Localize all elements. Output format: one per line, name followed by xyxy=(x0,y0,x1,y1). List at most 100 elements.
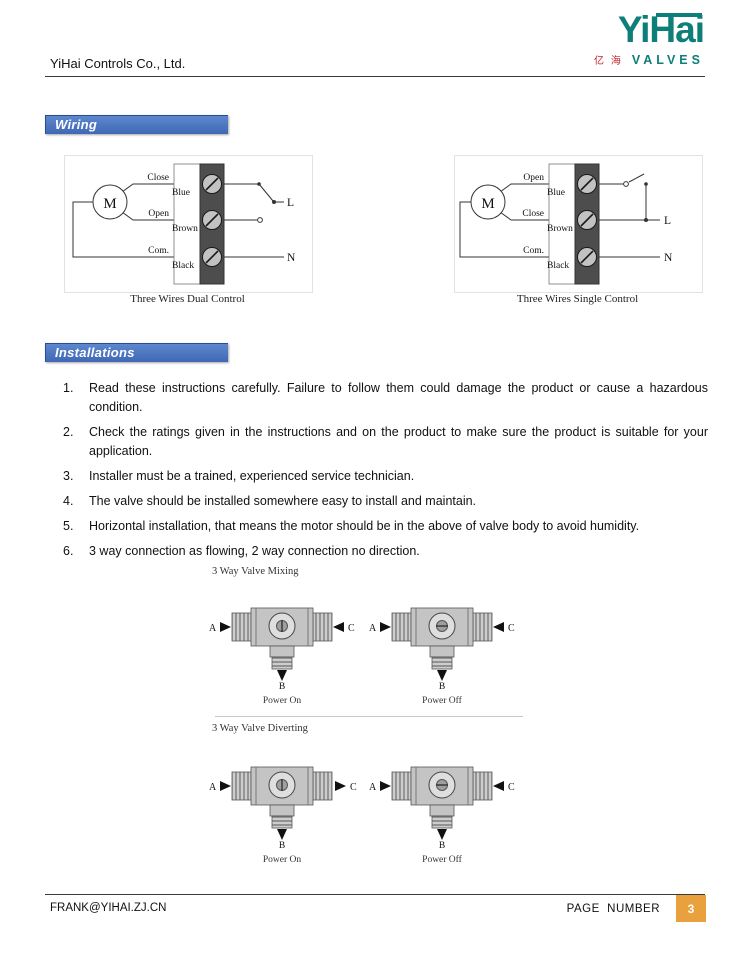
figure-caption: Power On xyxy=(262,696,302,706)
list-item-number: 2. xyxy=(63,425,74,439)
logo-subline: 亿 海 VALVES xyxy=(594,52,704,67)
wire-color-label: Blue xyxy=(547,188,565,198)
list-item-text: 3 way connection as flowing, 2 way conne… xyxy=(89,544,420,558)
threaded-end-left xyxy=(231,612,252,642)
port-a-label: A xyxy=(369,782,377,793)
port-c-label: C xyxy=(508,782,515,793)
valve-drawing: A C xyxy=(369,607,515,681)
flow-arrow-a xyxy=(380,781,391,791)
logo-overline-bar xyxy=(656,13,702,17)
figure-caption: Power Off xyxy=(422,855,462,865)
port-b-label: B xyxy=(278,841,286,851)
neutral-terminal-label: N xyxy=(287,252,296,264)
threaded-end-right xyxy=(472,771,493,801)
port-b-label: B xyxy=(438,841,446,851)
threaded-end-bottom xyxy=(271,656,293,670)
valve-figure-mixing-on: A C B Power On xyxy=(207,581,357,706)
motor-circle xyxy=(470,184,506,220)
list-item-number: 5. xyxy=(63,519,74,533)
header-rule xyxy=(45,76,705,77)
terminal-screws xyxy=(202,174,222,267)
threaded-end-left xyxy=(391,771,412,801)
bottom-port xyxy=(429,804,455,817)
figure-caption: Power On xyxy=(262,855,302,865)
list-item: 5. Horizontal installation, that means t… xyxy=(63,517,708,536)
list-item-number: 3. xyxy=(63,469,74,483)
list-item: 4. The valve should be installed somewhe… xyxy=(63,492,708,511)
wire-action-label: Close xyxy=(522,209,544,219)
valve-figure-diverting-off: A C B Power Off xyxy=(367,740,517,865)
threaded-end-left xyxy=(391,612,412,642)
diverting-title: 3 Way Valve Diverting xyxy=(212,723,308,734)
bottom-port xyxy=(269,804,295,817)
wire-action-label: Com. xyxy=(148,246,169,256)
port-b-label: B xyxy=(438,682,446,692)
company-logo: YiHai 亿 海 VALVES xyxy=(534,9,705,68)
valve-drawing: A C xyxy=(209,607,355,681)
logo-wordmark: YiHai xyxy=(617,9,705,50)
threaded-end-right xyxy=(472,612,493,642)
flow-arrow-b xyxy=(277,670,287,681)
page-number-label: PAGE NUMBER xyxy=(566,903,660,915)
flow-arrow-c xyxy=(335,781,346,791)
installation-instructions: 1. Read these instructions carefully. Fa… xyxy=(63,379,708,567)
list-item-text: The valve should be installed somewhere … xyxy=(89,494,477,508)
figure-caption: Power Off xyxy=(422,696,462,706)
flow-arrow-a xyxy=(220,781,231,791)
list-item: 3. Installer must be a trained, experien… xyxy=(63,467,708,486)
port-a-label: A xyxy=(209,782,217,793)
wire-action-label: Com. xyxy=(523,246,544,256)
single-control-schematic: M Open Blue Close Brown Com. Black L N xyxy=(459,163,673,285)
dual-control-schematic: M Close Blue Open Brown Com. Black L N xyxy=(72,163,296,285)
port-c-label: C xyxy=(348,623,355,634)
logo-tagline: VALVES xyxy=(631,53,704,67)
list-item-text: Check the ratings given in the instructi… xyxy=(89,425,708,458)
list-item-text: Read these instructions carefully. Failu… xyxy=(89,381,708,414)
flow-arrow-c xyxy=(333,622,344,632)
list-item-number: 4. xyxy=(63,494,74,508)
threaded-end-right xyxy=(312,771,333,801)
bottom-port xyxy=(269,645,295,658)
wire-action-label: Open xyxy=(523,173,544,183)
flow-arrow-c xyxy=(493,781,504,791)
threaded-end-bottom xyxy=(431,815,453,829)
footer-email: FRANK@YIHAI.ZJ.CN xyxy=(50,902,167,914)
wire-color-label: Blue xyxy=(172,188,190,198)
motor-label: M xyxy=(481,196,494,212)
valve-figure-mixing-off: A C B Power Off xyxy=(367,581,517,706)
wire-color-label: Black xyxy=(172,261,194,271)
section-heading-wiring: Wiring xyxy=(45,115,228,134)
wire-action-label: Close xyxy=(147,173,169,183)
wire-color-label: Brown xyxy=(172,224,198,234)
list-item-text: Horizontal installation, that means the … xyxy=(89,519,640,533)
page-number-badge: 3 xyxy=(676,895,706,922)
bottom-port xyxy=(429,645,455,658)
flow-arrow-a xyxy=(380,622,391,632)
dual-control-caption: Three Wires Dual Control xyxy=(130,293,245,305)
port-c-label: C xyxy=(508,623,515,634)
flow-arrow-b xyxy=(277,829,287,840)
wire-action-label: Open xyxy=(148,209,169,219)
neutral-terminal-label: N xyxy=(664,252,673,264)
valve-figure-diverting-on: A C B Power On xyxy=(207,740,357,865)
flow-arrow-b xyxy=(437,670,447,681)
threaded-end-left xyxy=(231,771,252,801)
motor-circle xyxy=(92,184,128,220)
list-item-number: 6. xyxy=(63,544,74,558)
valve-drawing: A C xyxy=(369,766,515,840)
line-terminal-label: L xyxy=(287,197,294,209)
list-item: 2. Check the ratings given in the instru… xyxy=(63,423,708,461)
flow-arrow-c xyxy=(493,622,504,632)
flow-arrow-a xyxy=(220,622,231,632)
wiring-diagram-single: M Open Blue Close Brown Com. Black L N xyxy=(454,155,703,293)
port-a-label: A xyxy=(369,623,377,634)
list-item-text: Installer must be a trained, experienced… xyxy=(89,469,415,483)
port-c-label: C xyxy=(350,782,357,793)
threaded-end-right xyxy=(312,612,333,642)
wire-color-label: Black xyxy=(547,261,569,271)
list-item: 6. 3 way connection as flowing, 2 way co… xyxy=(63,542,708,561)
footer-rule xyxy=(45,894,705,895)
valve-drawing: A C xyxy=(209,766,357,840)
logo-chinese-text: 亿 海 xyxy=(594,56,623,67)
